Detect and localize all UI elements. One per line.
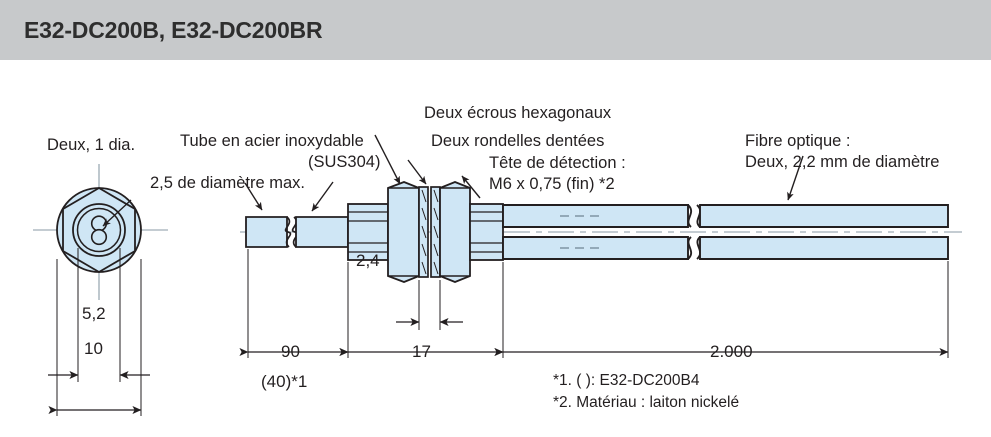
- label-toothed-washers: Deux rondelles dentées: [431, 132, 605, 150]
- dimension-value-5-2: 5,2: [82, 304, 106, 323]
- dimension-value-17: 17: [412, 342, 431, 361]
- header-bar: [0, 0, 991, 60]
- label-detection-head-line1: Tête de détection :: [489, 154, 626, 172]
- side-view-assembly: [240, 181, 962, 283]
- label-stainless-tube-line1: Tube en acier inoxydable: [180, 132, 364, 150]
- label-fiber-optic-line2: Deux, 2,2 mm de diamètre: [745, 153, 940, 171]
- drawing-canvas: [33, 134, 962, 416]
- end-view-dimension-extension-lines: [56, 248, 142, 416]
- annotation-leaders: [244, 134, 804, 212]
- end-view-cross-section: [33, 164, 168, 300]
- label-fiber-optic-line1: Fibre optique :: [745, 132, 851, 150]
- label-hex-nuts: Deux écrous hexagonaux: [424, 104, 612, 122]
- footnote-1: *1. ( ): E32-DC200B4: [553, 372, 700, 389]
- label-stainless-tube-line3: 2,5 de diamètre max.: [150, 174, 305, 192]
- dimension-value-90: 90: [281, 342, 300, 361]
- footnote-2: *2. Matériau : laiton nickelé: [553, 394, 740, 411]
- dimension-value-2000: 2.000: [710, 342, 753, 361]
- page-title: E32-DC200B, E32-DC200BR: [24, 17, 323, 43]
- label-detection-head-line2: M6 x 0,75 (fin) *2: [489, 175, 615, 193]
- dimension-value-40-note: (40)*1: [261, 372, 308, 391]
- side-view-dimension-extension-lines: [247, 249, 949, 358]
- dimension-value-2-4: 2,4: [356, 251, 380, 270]
- technical-drawing: Deux, 1 dia. Tube en acier inoxydable (S…: [0, 60, 991, 437]
- label-stainless-tube-line2: (SUS304): [308, 153, 381, 171]
- dimension-value-10: 10: [84, 339, 103, 358]
- label-two-1-dia: Deux, 1 dia.: [47, 136, 136, 154]
